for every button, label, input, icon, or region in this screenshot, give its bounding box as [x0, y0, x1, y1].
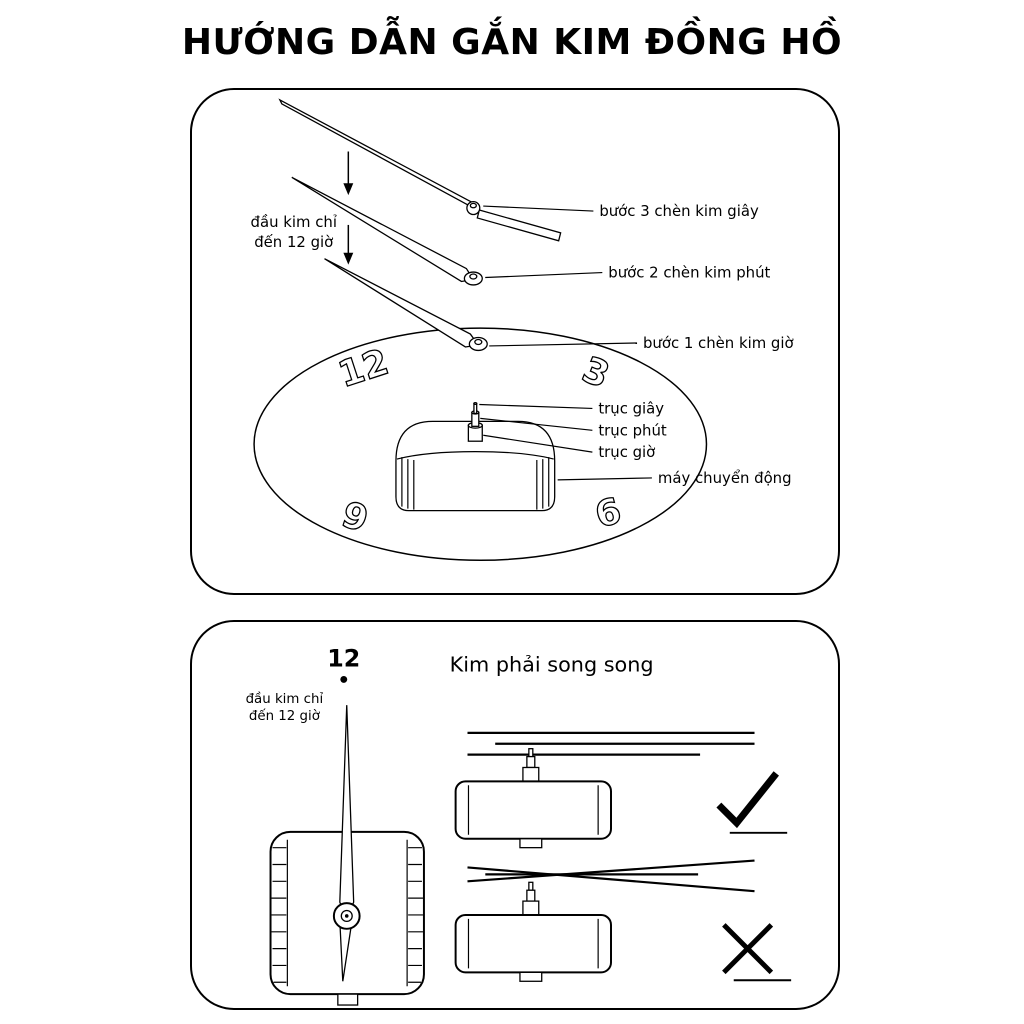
minute-hand	[291, 176, 483, 286]
parallel-incorrect-example	[454, 859, 792, 982]
pointer-note-line2: đến 12 giờ	[249, 707, 321, 724]
step2-label: bước 2 chèn kim phút	[608, 264, 770, 282]
second-shaft-callout: trục giây	[479, 399, 664, 417]
second-hand	[278, 98, 562, 242]
pointer-note: đầu kim chỉ đến 12 giờ	[251, 213, 337, 251]
twelve-dot	[340, 675, 348, 683]
minute-shaft-label: trục phút	[598, 421, 667, 439]
hour-hand	[324, 258, 488, 352]
step3-label: bước 3 chèn kim giây	[599, 202, 759, 220]
alignment-diagram: Kim phải song song 12 đầu kim chỉ đến 12…	[246, 645, 792, 1006]
movement-label: máy chuyển động	[658, 469, 792, 487]
movement-callout: máy chuyển động	[557, 469, 792, 487]
clock-number-3: 3	[577, 349, 615, 396]
stack-arrow-2	[343, 224, 354, 265]
clock-number-12: 12	[334, 342, 394, 396]
movement-front-view	[269, 705, 425, 1006]
upright-hand	[339, 705, 355, 922]
pointer-note-line2: đến 12 giờ	[254, 233, 333, 251]
step1-callout: bước 1 chèn kim giờ	[489, 334, 794, 352]
hour-shaft-label: trục giờ	[598, 443, 655, 461]
pointer-note: đầu kim chỉ đến 12 giờ	[246, 691, 324, 724]
clock-movement	[395, 401, 556, 512]
shaft-stack	[467, 401, 483, 442]
twelve-marker: 12	[327, 645, 360, 683]
stack-arrow-1	[343, 151, 354, 196]
x-icon	[722, 923, 792, 982]
alignment-panel: Kim phải song song 12 đầu kim chỉ đến 12…	[190, 620, 840, 1010]
assembly-panel: 12 3 9 6	[190, 88, 840, 595]
hour-shaft-callout: trục giờ	[483, 434, 655, 461]
check-icon	[716, 771, 788, 834]
pointer-note-line1: đầu kim chỉ	[246, 691, 324, 707]
minute-shaft-callout: trục phút	[480, 417, 667, 439]
pointer-note-line1: đầu kim chỉ	[251, 213, 337, 231]
second-shaft-label: trục giây	[598, 399, 664, 417]
parallel-correct-example	[454, 731, 788, 849]
step1-label: bước 1 chèn kim giờ	[643, 334, 794, 352]
step3-callout: bước 3 chèn kim giây	[483, 202, 759, 220]
parallel-heading: Kim phải song song	[450, 652, 654, 676]
page-title: HƯỚNG DẪN GẮN KIM ĐỒNG HỒ	[181, 22, 843, 63]
clock-number-6: 6	[591, 490, 626, 536]
twelve-label: 12	[327, 645, 360, 673]
step2-callout: bước 2 chèn kim phút	[485, 264, 771, 282]
clock-number-9: 9	[337, 494, 373, 541]
assembly-diagram: 12 3 9 6	[251, 98, 794, 562]
